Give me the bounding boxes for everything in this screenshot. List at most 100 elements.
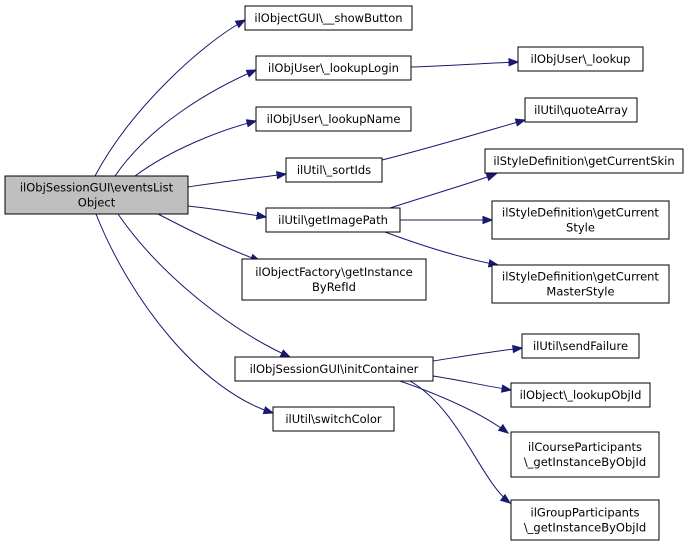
node-box <box>272 406 395 432</box>
edges-layer <box>94 19 527 504</box>
node-label: ilGroupParticipants <box>531 506 640 520</box>
node-label: ilUtil\sendFailure <box>533 339 628 353</box>
edge-line <box>187 205 267 218</box>
node-box <box>234 356 434 382</box>
edge-init_container-to-course_participants <box>399 380 510 434</box>
edge-line <box>94 19 246 177</box>
edge-lookup_login-to-lookup <box>410 58 520 68</box>
node-box <box>510 431 660 478</box>
edge-root-to-get_image_path <box>187 205 268 220</box>
edge-line <box>187 173 287 188</box>
node-lookup[interactable]: ilObjUser\_lookup <box>517 46 644 72</box>
node-label: ilStyleDefinition\getCurrentSkin <box>493 154 674 168</box>
node-box <box>491 200 670 240</box>
node-box <box>510 499 660 541</box>
edge-line <box>117 213 291 358</box>
edge-root-to-show_button <box>94 19 247 177</box>
edge-arrowhead <box>482 215 494 225</box>
node-label: ilObjUser\_lookupLogin <box>268 61 399 75</box>
edge-line <box>114 69 257 177</box>
edge-root-to-switch_color <box>95 213 275 415</box>
edge-root-to-lookup_login <box>114 69 258 177</box>
edge-line <box>157 213 261 262</box>
node-label: ilUtil\switchColor <box>285 412 382 426</box>
node-box <box>521 333 640 359</box>
edge-get_image_path-to-get_current_skin <box>389 173 498 209</box>
node-label: ilObjUser\_lookup <box>531 52 631 66</box>
edge-arrowhead <box>255 211 268 220</box>
edge-arrowhead <box>514 118 527 127</box>
node-box <box>285 157 383 183</box>
node-get-image-path[interactable]: ilUtil\getImagePath <box>265 207 401 233</box>
node-label: ilObjUser\_lookupName <box>267 112 401 126</box>
node-label: MasterStyle <box>546 285 614 299</box>
node-label: Object <box>78 196 116 210</box>
node-label: ilStyleDefinition\getCurrent <box>502 206 659 220</box>
edge-init_container-to-send_failure <box>432 344 524 362</box>
node-box <box>491 264 670 304</box>
edge-root-to-lookup_name <box>134 119 258 177</box>
edge-arrowhead <box>276 171 288 180</box>
edge-arrowhead <box>262 406 275 415</box>
node-label: ilObject\_lookupObjId <box>520 388 642 402</box>
edge-arrowhead <box>245 69 258 78</box>
node-label: ilObjectFactory\getInstance <box>255 265 413 279</box>
edge-init_container-to-group_participants <box>409 380 512 504</box>
edge-arrowhead <box>485 173 498 182</box>
node-box <box>484 148 684 174</box>
node-label: ilObjSessionGUI\initContainer <box>250 362 419 376</box>
node-box <box>241 258 427 301</box>
node-box <box>524 97 638 123</box>
node-label: \_getInstanceByObjId <box>524 521 646 535</box>
edge-root-to-init_container <box>117 213 292 358</box>
edge-line <box>399 380 509 434</box>
edge-arrowhead <box>508 58 520 67</box>
edge-root-to-get_instance_by_ref_id <box>157 213 262 262</box>
node-label: ByRefId <box>312 280 356 294</box>
edge-line <box>409 380 511 504</box>
node-lookup-login[interactable]: ilObjUser\_lookupLogin <box>255 55 412 81</box>
edge-init_container-to-lookup_obj_id <box>432 375 513 393</box>
edge-arrowhead <box>245 119 258 128</box>
node-group-participants[interactable]: ilGroupParticipants\_getInstanceByObjId <box>510 499 660 541</box>
node-send-failure[interactable]: ilUtil\sendFailure <box>521 333 640 359</box>
node-quote-array[interactable]: ilUtil\quoteArray <box>524 97 638 123</box>
node-label: ilObjSessionGUI\eventsList <box>20 181 174 195</box>
node-switch-color[interactable]: ilUtil\switchColor <box>272 406 395 432</box>
node-label: ilStyleDefinition\getCurrent <box>502 270 659 284</box>
edge-line <box>432 375 512 391</box>
node-lookup-obj-id[interactable]: ilObject\_lookupObjId <box>510 382 651 408</box>
edge-root-to-sort_ids <box>187 171 288 188</box>
edge-arrowhead <box>499 493 512 504</box>
edge-arrowhead <box>279 349 292 358</box>
node-box <box>255 106 412 132</box>
edge-line <box>95 213 274 414</box>
node-box <box>517 46 644 72</box>
node-get-current-skin[interactable]: ilStyleDefinition\getCurrentSkin <box>484 148 684 174</box>
edge-arrowhead <box>500 384 513 393</box>
node-box <box>510 382 651 408</box>
edge-line <box>381 119 526 161</box>
node-label: \_getInstanceByObjId <box>524 455 646 469</box>
node-label: ilUtil\quoteArray <box>534 103 628 117</box>
edge-arrowhead <box>234 19 247 29</box>
node-box <box>4 175 189 215</box>
node-label: ilUtil\_sortIds <box>297 163 371 177</box>
node-label: Style <box>566 221 595 235</box>
edge-arrowhead <box>512 344 524 354</box>
node-show-button[interactable]: ilObjectGUI\__showButton <box>244 5 413 31</box>
node-label: ilUtil\getImagePath <box>278 213 388 227</box>
node-lookup-name[interactable]: ilObjUser\_lookupName <box>255 106 412 132</box>
node-box <box>265 207 401 233</box>
edge-line <box>389 173 497 209</box>
node-sort-ids[interactable]: ilUtil\_sortIds <box>285 157 383 183</box>
node-init-container[interactable]: ilObjSessionGUI\initContainer <box>234 356 434 382</box>
node-label: ilCourseParticipants <box>528 440 642 454</box>
node-course-participants[interactable]: ilCourseParticipants\_getInstanceByObjId <box>510 431 660 478</box>
edge-get_image_path-to-get_current_style <box>400 215 494 225</box>
